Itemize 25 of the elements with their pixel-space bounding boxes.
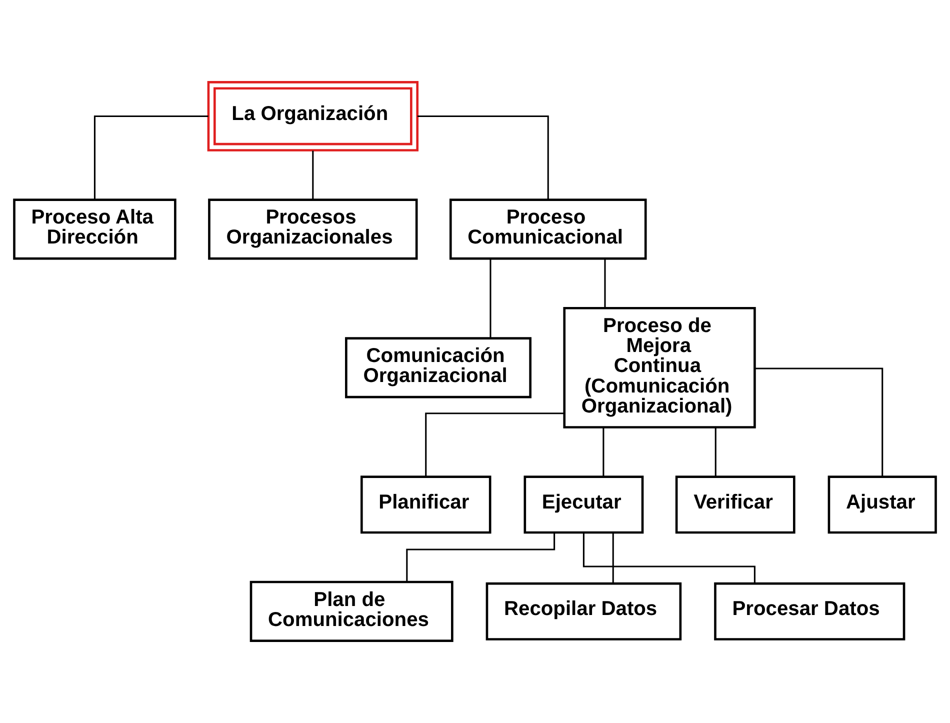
connector [417, 115, 549, 200]
node-box: Plan de Comunicaciones [250, 580, 454, 642]
connector [602, 427, 604, 476]
node-box: La Organización [207, 81, 419, 152]
connector [94, 115, 208, 200]
node-box: Comunicación Organizacional [345, 337, 532, 398]
connector [406, 532, 556, 582]
node-box: Recopilar Datos [486, 582, 682, 640]
connector [582, 532, 756, 584]
connector [612, 532, 614, 584]
connector [714, 427, 716, 476]
connector [755, 368, 884, 476]
connector [604, 259, 606, 308]
connector [312, 150, 314, 200]
node-box: Ejecutar [524, 476, 644, 534]
connector [425, 412, 564, 477]
node-box: Planificar [360, 476, 492, 534]
node-box: Proceso Alta Dirección [13, 198, 176, 260]
node-box: Procesar Datos [714, 582, 906, 640]
node-box: Procesos Organizacionales [208, 198, 418, 260]
node-box: Verificar [675, 476, 796, 534]
node-box: Ajustar [828, 476, 937, 534]
node-box: Proceso Comunicacional [449, 198, 647, 260]
node-box: Proceso de Mejora Continua (Comunicación Organizacional) [563, 306, 756, 428]
connector [490, 259, 492, 338]
